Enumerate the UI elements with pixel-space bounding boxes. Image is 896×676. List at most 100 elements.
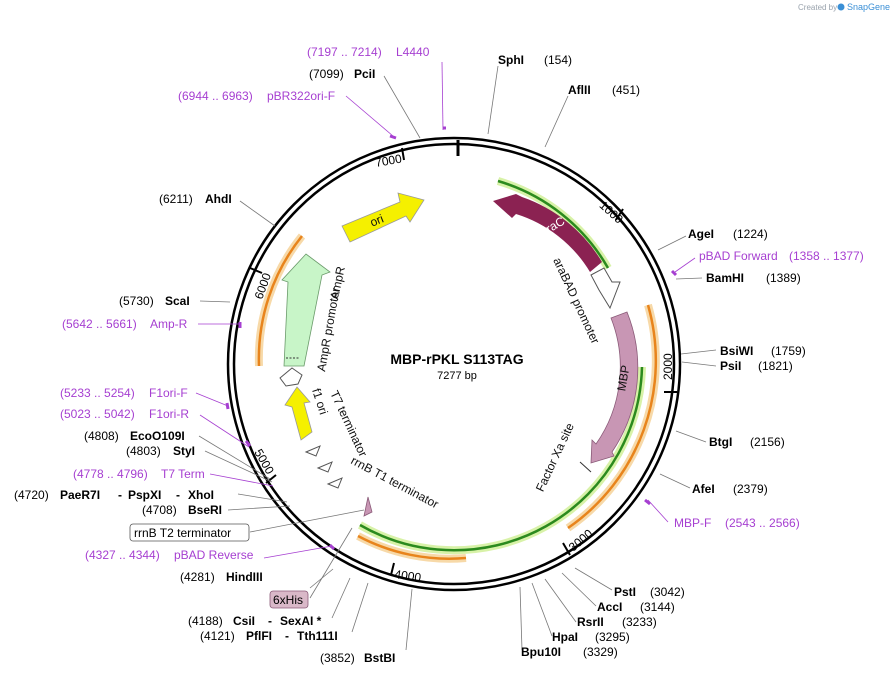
enzyme-ScaI-pos: (5730) bbox=[119, 294, 154, 308]
enzyme-CsiI-pos: (4188) bbox=[188, 614, 223, 628]
tick-2000: 2000 bbox=[661, 353, 675, 380]
enzyme-AccI-pos: (3144) bbox=[640, 600, 675, 614]
primer-L4440-range: (7197 .. 7214) bbox=[307, 45, 382, 59]
f1-ori-arrow[interactable] bbox=[284, 386, 313, 441]
green-arc-1 bbox=[497, 179, 610, 269]
snapgene-logo-icon bbox=[837, 3, 845, 11]
araBAD-promoter-arrow[interactable] bbox=[590, 267, 621, 310]
enzyme-Tth111I[interactable]: Tth111I bbox=[297, 629, 338, 643]
enzyme-PaeR7I[interactable]: PaeR7I bbox=[60, 488, 100, 502]
enzyme-AfeI[interactable]: AfeI bbox=[692, 482, 715, 496]
enzyme-SphI[interactable]: SphI bbox=[498, 53, 524, 67]
enzyme-Bpu10I-pos: (3329) bbox=[583, 645, 618, 659]
enzyme-Bpu10I[interactable]: Bpu10I bbox=[521, 645, 561, 659]
enzyme-AflII-pos: (451) bbox=[612, 83, 640, 97]
T7-terminator-label: T7 terminator bbox=[327, 388, 370, 459]
tick-1000-mark bbox=[615, 208, 624, 221]
enzyme-XhoI[interactable]: XhoI bbox=[188, 488, 214, 502]
enzyme-SphI-pos: (154) bbox=[544, 53, 572, 67]
primer-T7-Term[interactable]: T7 Term bbox=[161, 467, 205, 481]
tick-5000-mark bbox=[265, 474, 277, 484]
enzyme-CsiI[interactable]: CsiI bbox=[233, 614, 255, 628]
enzyme-PaeR7I-pos: (4720) bbox=[14, 488, 49, 502]
MBP-label: MBP bbox=[614, 364, 632, 392]
primer-F1ori-F[interactable]: F1ori-F bbox=[149, 386, 188, 400]
AmpR-feature-arrow[interactable] bbox=[281, 253, 331, 367]
enzyme-leaders bbox=[198, 65, 717, 651]
tick-7000: 7000 bbox=[374, 151, 403, 169]
primer-pBR322ori-F-range: (6944 .. 6963) bbox=[178, 89, 253, 103]
enzyme-BamHI[interactable]: BamHI bbox=[706, 271, 744, 285]
created-by-text: Created by bbox=[798, 3, 837, 12]
enzyme-BsiWI[interactable]: BsiWI bbox=[720, 344, 753, 358]
enzyme-PsiI[interactable]: PsiI bbox=[720, 359, 741, 373]
enzyme-HpaI[interactable]: HpaI bbox=[552, 630, 578, 644]
primer-Amp-R[interactable]: Amp-R bbox=[150, 317, 188, 331]
enzyme-PflFI[interactable]: PflFI bbox=[246, 629, 272, 643]
enzyme-SexAI[interactable]: SexAI * bbox=[280, 614, 322, 628]
ori-label: ori bbox=[368, 212, 386, 230]
rrnB-T1-mark[interactable] bbox=[363, 496, 373, 517]
enzyme-sep-4: - bbox=[176, 488, 180, 502]
backbone-inner-ring bbox=[232, 142, 676, 586]
terminator-arrow-3[interactable] bbox=[304, 445, 321, 457]
enzyme-BtgI-pos: (2156) bbox=[750, 435, 785, 449]
enzyme-BsiWI-pos: (1759) bbox=[771, 344, 806, 358]
enzyme-sep-2: - bbox=[268, 614, 272, 628]
6xHis-box[interactable] bbox=[269, 590, 309, 609]
enzyme-PspXI[interactable]: PspXI bbox=[128, 488, 161, 502]
enzyme-sep-3: - bbox=[118, 488, 122, 502]
ori-feature-arrow[interactable] bbox=[341, 192, 425, 243]
enzyme-ScaI[interactable]: ScaI bbox=[165, 294, 190, 308]
enzyme-EcoO109I-pos: (4808) bbox=[84, 429, 119, 443]
primer-F1ori-R[interactable]: F1ori-R bbox=[149, 407, 189, 421]
enzyme-sep-1: - bbox=[285, 629, 289, 643]
enzyme-BstBI-pos: (3852) bbox=[320, 651, 355, 665]
enzyme-BtgI[interactable]: BtgI bbox=[709, 435, 732, 449]
primer-Amp-R-range: (5642 .. 5661) bbox=[62, 317, 137, 331]
enzyme-PflFI-pos: (4121) bbox=[200, 629, 235, 643]
terminator-arrow-2[interactable] bbox=[316, 461, 333, 473]
snapgene-brand-text: SnapGene bbox=[847, 2, 890, 12]
primer-L4440[interactable]: L4440 bbox=[396, 45, 430, 59]
enzyme-BseRI[interactable]: BseRI bbox=[188, 503, 222, 517]
enzyme-BstBI[interactable]: BstBI bbox=[364, 651, 395, 665]
primer-F1ori-F-range: (5233 .. 5254) bbox=[60, 386, 135, 400]
enzyme-PciI[interactable]: PciI bbox=[354, 67, 375, 81]
enzyme-PciI-pos: (7099) bbox=[309, 67, 344, 81]
enzyme-PstI[interactable]: PstI bbox=[614, 585, 636, 599]
terminator-arrow-1[interactable] bbox=[326, 477, 343, 489]
enzyme-EcoO109I[interactable]: EcoO109I bbox=[130, 429, 185, 443]
AmpR-label: AmpR bbox=[327, 265, 348, 301]
MBP-feature-arrow[interactable] bbox=[590, 311, 639, 464]
6xHis-label: 6xHis bbox=[273, 593, 303, 607]
primer-MBP-F[interactable]: MBP-F bbox=[674, 516, 711, 530]
enzyme-RsrII[interactable]: RsrII bbox=[577, 615, 604, 629]
tick-3000-mark bbox=[562, 542, 571, 556]
primer-pBR322ori-F[interactable]: pBR322ori-F bbox=[267, 89, 335, 103]
enzyme-AhdI[interactable]: AhdI bbox=[205, 192, 232, 206]
enzyme-HindIII[interactable]: HindIII bbox=[226, 570, 263, 584]
rrnB-T1-terminator-label: rrnB T1 terminator bbox=[349, 453, 441, 511]
orange-arc-1 bbox=[567, 304, 658, 530]
primer-pBAD-Reverse[interactable]: pBAD Reverse bbox=[174, 548, 254, 562]
enzyme-AgeI-pos: (1224) bbox=[733, 227, 768, 241]
enzyme-AflII[interactable]: AflII bbox=[568, 83, 591, 97]
primer-pBAD-Forward[interactable]: pBAD Forward bbox=[699, 249, 778, 263]
enzyme-BseRI-pos: (4708) bbox=[142, 503, 177, 517]
enzyme-AccI[interactable]: AccI bbox=[597, 600, 622, 614]
tick-6000-mark bbox=[249, 267, 263, 274]
f1-ori-label: f1 ori bbox=[309, 387, 331, 417]
tick-7000-mark bbox=[401, 147, 405, 161]
plasmid-name: MBP-rPKL S113TAG bbox=[390, 351, 523, 367]
araC-feature-arrow[interactable] bbox=[493, 194, 602, 272]
rrnB-T2-terminator-label: rrnB T2 terminator bbox=[134, 526, 231, 540]
ampr-promoter-arrow[interactable] bbox=[279, 367, 303, 387]
enzyme-AgeI[interactable]: AgeI bbox=[688, 227, 714, 241]
tick-4000: 4000 bbox=[394, 567, 423, 585]
rrnB-T2-box[interactable] bbox=[129, 523, 250, 542]
enzyme-StyI[interactable]: StyI bbox=[173, 444, 195, 458]
primer-labels: (7197 .. 7214) L4440 (6944 .. 6963) pBR3… bbox=[60, 45, 864, 562]
araBAD-promoter-label: araBAD promoter bbox=[550, 255, 602, 346]
